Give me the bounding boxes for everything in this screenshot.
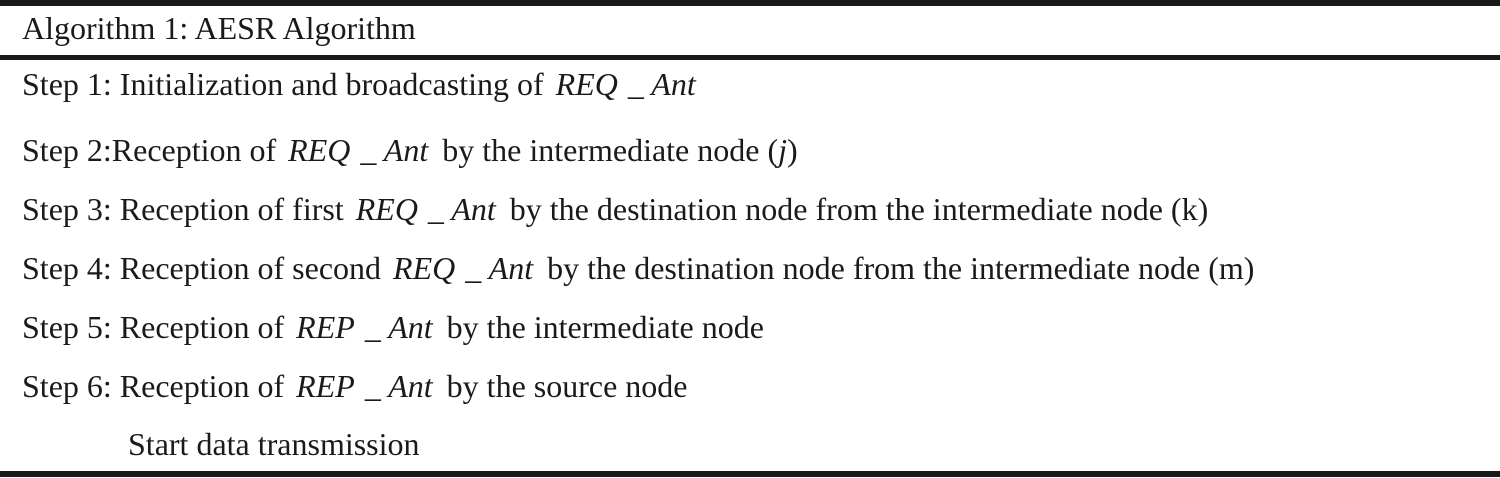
step-3-prefix: Step 3: Reception of first xyxy=(22,191,344,227)
step-1-line: Step 1: Initialization and broadcasting … xyxy=(22,64,696,104)
step-5-symbol-b: _ Ant xyxy=(364,309,433,345)
step-2-prefix: Step 2:Reception of xyxy=(22,132,277,168)
step-5-suffix: by the intermediate node xyxy=(446,309,764,345)
step-3-line: Step 3: Reception of first REQ_ Ant by the… xyxy=(22,189,1208,229)
step-2-symbol-a: REQ xyxy=(288,132,351,168)
step-4-symbol-a: REQ xyxy=(393,250,456,286)
step-6-suffix: by the source node xyxy=(446,368,688,404)
header-rule xyxy=(0,55,1500,60)
step-4-prefix: Step 4: Reception of second xyxy=(22,250,382,286)
step-3-suffix: by the destination node from the interme… xyxy=(509,191,1209,227)
step-1-prefix: Step 1: Initialization and broadcasting … xyxy=(22,66,544,102)
step-2-variable: j xyxy=(778,132,787,168)
step-3-symbol-b: _ Ant xyxy=(427,191,496,227)
step-4-suffix: by the destination node from the interme… xyxy=(547,250,1255,286)
step-2-suffix: by the intermediate node ( xyxy=(442,132,779,168)
step-5-prefix: Step 5: Reception of xyxy=(22,309,285,345)
step-5-line: Step 5: Reception of REP_ Ant by the inter… xyxy=(22,307,764,347)
algorithm-caption: Algorithm 1: AESR Algorithm xyxy=(22,10,416,46)
top-rule xyxy=(0,0,1500,6)
step-2-close: ) xyxy=(787,132,798,168)
step-2-line: Step 2:Reception of REQ_ Ant by the interm… xyxy=(22,130,798,170)
step-1-symbol-b: _ Ant xyxy=(627,66,696,102)
step-3-symbol-a: REQ xyxy=(355,191,418,227)
step-6-prefix: Step 6: Reception of xyxy=(22,368,285,404)
step-1-symbol-a: REQ xyxy=(555,66,618,102)
bottom-rule xyxy=(0,471,1500,477)
step-4-line: Step 4: Reception of second REQ_ Ant by th… xyxy=(22,248,1254,288)
step-5-symbol-a: REP xyxy=(296,309,355,345)
final-line: Start data transmission xyxy=(128,426,420,462)
step-2-symbol-b: _ Ant xyxy=(360,132,429,168)
step-6-symbol-a: REP xyxy=(296,368,355,404)
step-4-symbol-b: _ Ant xyxy=(465,250,534,286)
step-6-symbol-b: _ Ant xyxy=(364,368,433,404)
step-6-line: Step 6: Reception of REP_ Ant by the sourc… xyxy=(22,366,687,406)
